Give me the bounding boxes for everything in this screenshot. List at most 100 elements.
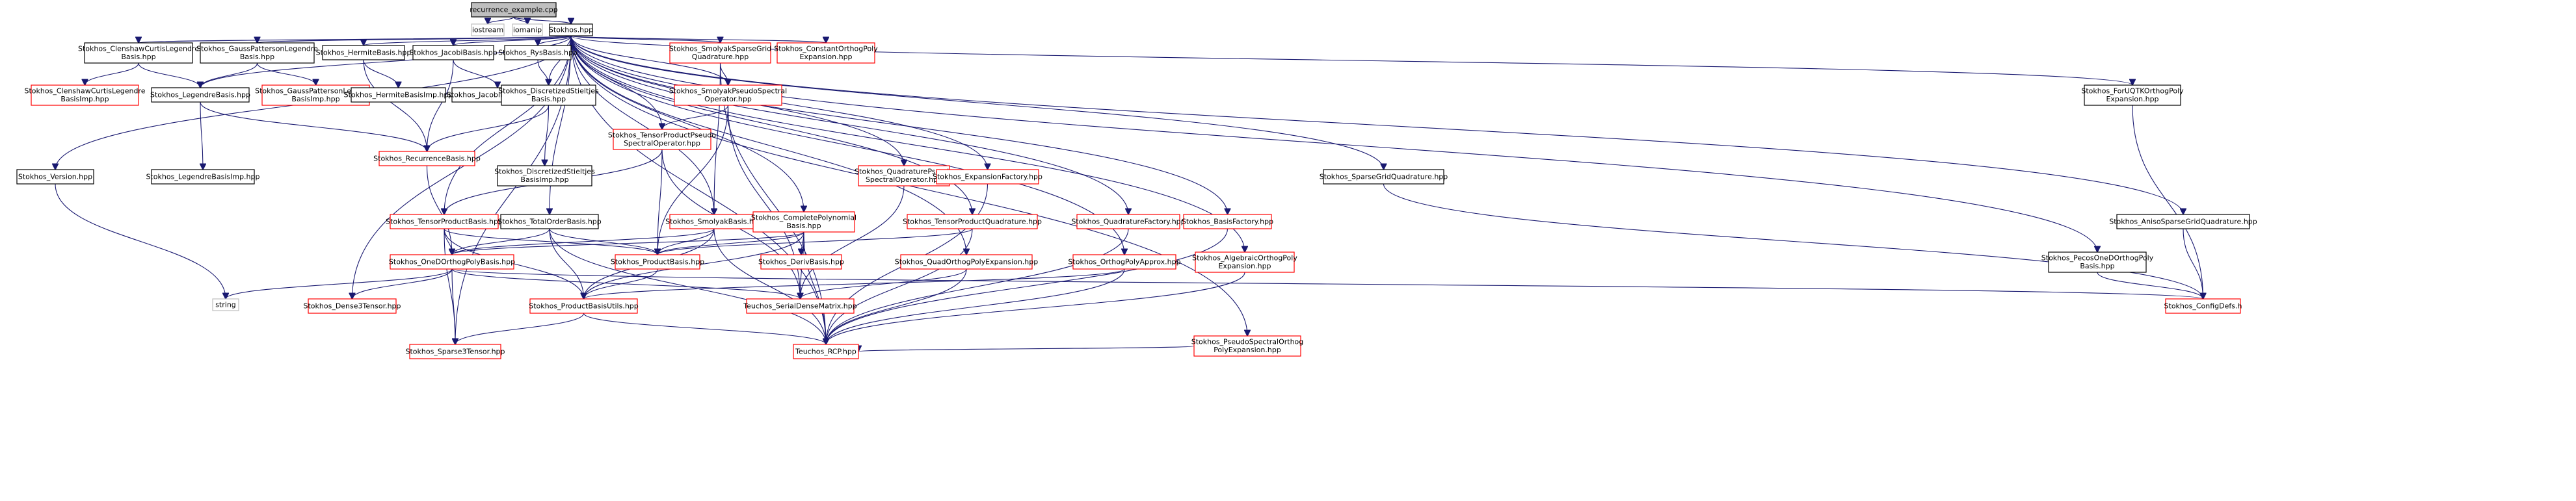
node-dense3[interactable]: Stokhos_Dense3Tensor.hpp (303, 298, 401, 314)
node-stokhos[interactable]: Stokhos.hpp (549, 23, 593, 36)
node-ccimp[interactable]: Stokhos_ClenshawCurtisLegendreBasisImp.h… (25, 84, 146, 106)
node-label: Basis.hpp (531, 95, 566, 103)
node-derivbasis[interactable]: Stokhos_DerivBasis.hpp (758, 254, 844, 270)
node-anisosparse[interactable]: Stokhos_AnisoSparseGridQuadrature.hpp (2109, 214, 2257, 229)
node-box (212, 298, 239, 311)
node-configdefs[interactable]: Stokhos_ConfigDefs.h (2164, 298, 2242, 314)
node-label: Stokhos_LegendreBasisImp.hpp (146, 172, 260, 181)
node-box (497, 165, 592, 186)
edge-line (570, 35, 2097, 252)
node-pbutils[interactable]: Stokhos_ProductBasisUtils.hpp (529, 298, 639, 314)
edge-line (453, 59, 498, 88)
node-box (322, 45, 405, 60)
node-tppseudo[interactable]: Stokhos_TensorProductPseudoSpectralOpera… (608, 129, 717, 150)
node-label: Stokhos_Sparse3Tensor.hpp (405, 347, 505, 355)
node-label: BasisImp.hpp (60, 95, 109, 103)
edge-line (363, 59, 399, 88)
edge-line (364, 35, 572, 45)
node-quadfactory[interactable]: Stokhos_QuadratureFactory.hpp (1071, 214, 1186, 229)
node-productbasis[interactable]: Stokhos_ProductBasis.hpp (611, 254, 704, 270)
node-smolyakbasis[interactable]: Stokhos_SmolyakBasis.hpp (665, 214, 763, 229)
edge-root-to-iostream (488, 16, 514, 25)
node-teuchosrcp[interactable]: Teuchos_RCP.hpp (793, 344, 859, 359)
edge-line (200, 62, 258, 88)
edge-line (226, 268, 453, 299)
edge-line (352, 268, 453, 299)
edge-tpquad-to-teuchosrcp (826, 228, 973, 344)
node-label: Stokhos_OrthogPolyApprox.hpp (1068, 257, 1180, 266)
node-label: Stokhos_OneDOrthogPolyBasis.hpp (389, 257, 515, 266)
node-orthogapprox[interactable]: Stokhos_OrthogPolyApprox.hpp (1068, 254, 1181, 270)
node-label: Stokhos_SmolyakSparseGrid (669, 45, 771, 53)
node-box (669, 42, 771, 64)
edge-version-to-string (55, 183, 226, 299)
edge-line (826, 272, 1245, 344)
node-expfactory[interactable]: Stokhos_ExpansionFactory.hpp (933, 169, 1042, 185)
node-oned[interactable]: Stokhos_OneDOrthogPolyBasis.hpp (389, 254, 515, 270)
node-box (409, 344, 501, 359)
node-legendreimp[interactable]: Stokhos_LegendreBasisImp.hpp (146, 169, 260, 185)
node-smolyakpseudo[interactable]: Stokhos_SmolyakPseudoSpectralOperator.hp… (669, 84, 787, 106)
edge-forujtk-to-configdefs (2132, 105, 2203, 299)
node-label: Expansion.hpp (1218, 262, 1271, 270)
node-label: Stokhos_HermiteBasis.hpp (316, 48, 412, 57)
edge-stokhos-to-constant (570, 35, 826, 43)
node-box (308, 298, 397, 314)
node-pseudospectral[interactable]: Stokhos_PseudoSpectralOrthogPolyExpansio… (1191, 335, 1304, 357)
node-label: Stokhos_QuadratureFactory.hpp (1071, 217, 1185, 225)
edge-line (583, 313, 827, 344)
node-hermiteimp[interactable]: Stokhos_HermiteBasisImp.hpp (344, 87, 453, 103)
node-box (504, 45, 572, 60)
node-tpbasis[interactable]: Stokhos_TensorProductBasis.hpp (386, 214, 503, 229)
node-hermite[interactable]: Stokhos_HermiteBasis.hpp (316, 45, 412, 60)
edge-pbutils-to-teuchosrcp (583, 313, 827, 344)
node-basisfactory[interactable]: Stokhos_BasisFactory.hpp (1182, 214, 1273, 229)
node-box (471, 2, 557, 18)
node-version[interactable]: Stokhos_Version.hpp (16, 169, 94, 185)
node-rys[interactable]: Stokhos_RysBasis.hpp (498, 45, 578, 60)
node-legendre[interactable]: Stokhos_LegendreBasis.hpp (150, 87, 250, 103)
node-teuchossdm[interactable]: Teuchos_SerialDenseMatrix.hpp (743, 298, 857, 314)
edge-stokhos-to-teuchosrcp (570, 35, 826, 344)
node-tpquad[interactable]: Stokhos_TensorProductQuadrature.hpp (903, 214, 1042, 229)
node-sparse3[interactable]: Stokhos_Sparse3Tensor.hpp (405, 344, 505, 359)
node-quadorthog[interactable]: Stokhos_QuadOrthogPolyExpansion.hpp (895, 254, 1038, 270)
node-label: Stokhos_QuadOrthogPolyExpansion.hpp (895, 257, 1038, 266)
node-box (2048, 251, 2147, 273)
edge-tpbasis-to-sparse3 (444, 228, 455, 344)
node-root[interactable]: recurrence_example.cpp (470, 2, 558, 18)
node-quadpseudo[interactable]: Stokhos_QuadraturePseudoSpectralOperator… (855, 165, 953, 186)
edge-rys-to-discstieltjes (537, 59, 549, 85)
edge-tpbasis-to-productbasis (444, 228, 657, 255)
edge-oned-to-teuchossdm (451, 268, 801, 299)
node-sparsegridquad[interactable]: Stokhos_SparseGridQuadrature.hpp (1320, 169, 1448, 185)
node-label: Stokhos_ConstantOrthogPoly (774, 45, 878, 53)
edge-line (570, 35, 972, 214)
edge-totalorder-to-oned (452, 228, 550, 255)
edge-line (570, 35, 826, 43)
node-jacobi[interactable]: Stokhos_JacobiBasis.hpp (409, 45, 498, 60)
node-box (793, 344, 859, 359)
edge-discstieltjes-to-discstieltjesimp (545, 105, 550, 166)
edge-stokhos-to-rys (538, 35, 572, 45)
edge-line (801, 268, 967, 299)
node-recurrence[interactable]: Stokhos_RecurrenceBasis.hpp (373, 151, 481, 166)
edge-line (570, 35, 966, 255)
edge-line (455, 35, 572, 344)
node-string: string (212, 298, 239, 311)
edge-line (2183, 228, 2203, 299)
node-label: iomanip (513, 25, 542, 34)
edge-oned-to-dense3 (352, 268, 453, 299)
node-totalorder[interactable]: Stokhos_TotalOrderBasis.hpp (498, 214, 602, 229)
node-box (351, 87, 446, 103)
